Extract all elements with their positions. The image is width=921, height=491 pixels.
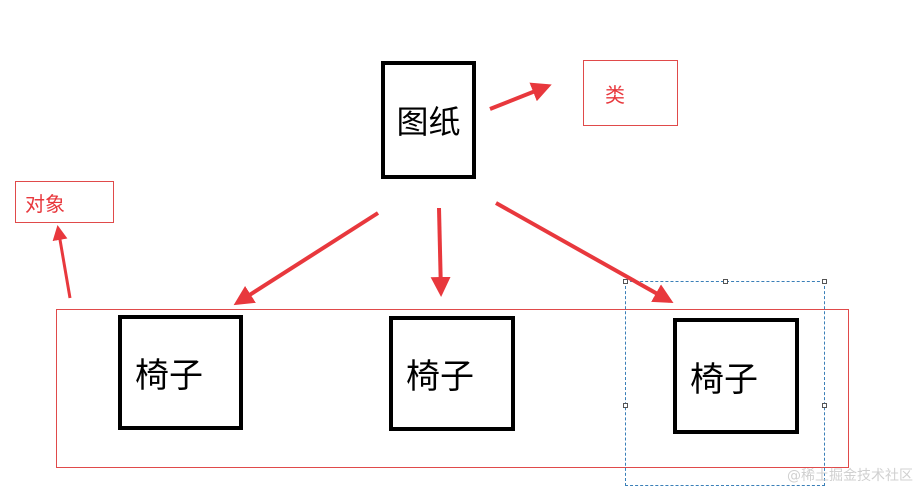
arrow-to-chair-2 — [430, 207, 451, 297]
arrow-to-class-label — [489, 82, 552, 111]
selection-handle-tl[interactable] — [623, 279, 628, 284]
selection-handle-tm[interactable] — [723, 279, 728, 284]
object-node-chair-1[interactable]: 椅子 — [118, 315, 243, 430]
object-node-chair-3[interactable]: 椅子 — [673, 318, 799, 434]
watermark-text: @稀土掘金技术社区 — [787, 468, 913, 484]
object-tag-label: 对象 — [25, 191, 65, 216]
selection-handle-mr[interactable] — [822, 403, 827, 408]
object-group-frame — [56, 309, 849, 468]
object-tag[interactable]: 对象 — [15, 181, 114, 223]
arrow-to-chair-1 — [233, 211, 380, 306]
object-node-chair-2[interactable]: 椅子 — [389, 316, 515, 431]
class-node-label: 图纸 — [396, 103, 461, 141]
object-node-label: 椅子 — [406, 357, 474, 397]
class-node-blueprint[interactable]: 图纸 — [381, 61, 476, 179]
class-tag[interactable]: 类 — [583, 60, 678, 126]
object-node-label: 椅子 — [690, 359, 758, 400]
selection-handle-ml[interactable] — [623, 403, 628, 408]
arrow-to-object-label — [52, 225, 72, 299]
selection-handle-tr[interactable] — [822, 279, 827, 284]
class-tag-label: 类 — [605, 82, 625, 107]
object-node-label: 椅子 — [135, 356, 203, 396]
arrow-to-chair-3 — [495, 201, 674, 303]
